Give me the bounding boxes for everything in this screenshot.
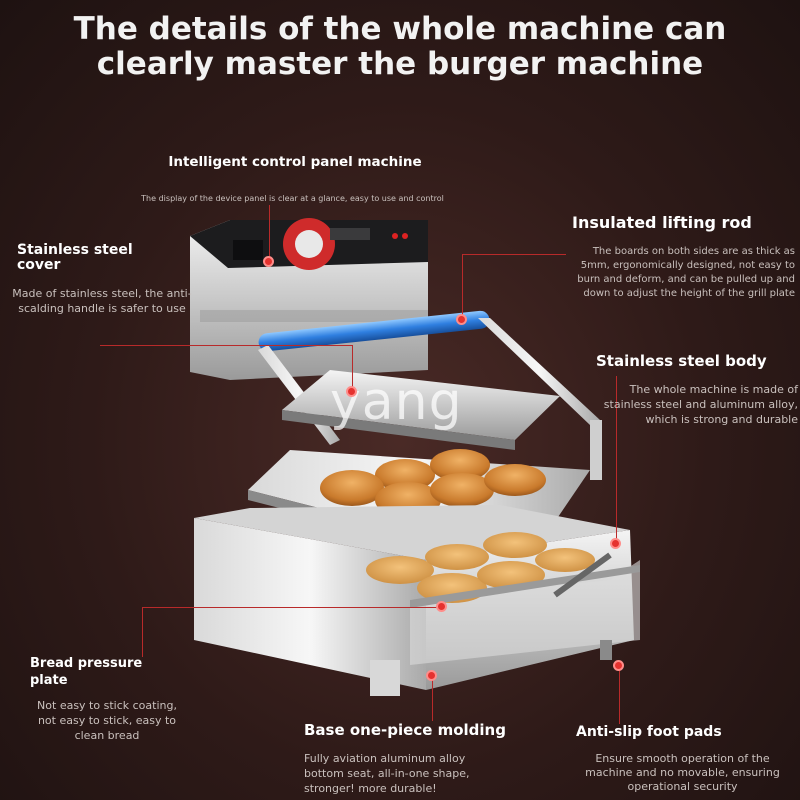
cover-desc: Made of stainless steel, the anti-scaldi… xyxy=(12,287,192,315)
callout-dot xyxy=(346,386,357,397)
connector-line xyxy=(142,607,442,608)
callout-dot xyxy=(610,538,621,549)
foot-pads-title: Anti-slip foot pads xyxy=(576,724,722,740)
lifting-rod-title: Insulated lifting rod xyxy=(572,213,752,232)
lifting-rod-desc: The boards on both sides are as thick as… xyxy=(577,246,795,299)
base-desc: Fully aviation aluminum alloy bottom sea… xyxy=(304,752,470,795)
connector-line xyxy=(100,345,352,346)
connector-line xyxy=(352,345,353,390)
watermark: yang xyxy=(330,372,463,432)
base-title: Base one-piece molding xyxy=(304,721,506,739)
connector-line xyxy=(432,676,433,721)
body-title: Stainless steel body xyxy=(596,352,767,370)
page-title: The details of the whole machine can cle… xyxy=(73,11,727,82)
control-panel-title: Intelligent control panel machine xyxy=(168,154,422,170)
body-desc: The whole machine is made of stainless s… xyxy=(603,383,798,426)
control-panel-desc: The display of the device panel is clear… xyxy=(141,194,444,203)
connector-line xyxy=(142,607,143,657)
connector-line xyxy=(619,668,620,724)
cover-title: Stainless steel cover xyxy=(17,242,133,273)
foot-pads-desc: Ensure smooth operation of the machine a… xyxy=(585,752,780,793)
callout-dot xyxy=(263,256,274,267)
pressure-plate-title: Bread pressure plate xyxy=(30,656,143,688)
callout-dot xyxy=(613,660,624,671)
connector-line xyxy=(462,254,566,255)
machine-base xyxy=(194,505,640,696)
control-box xyxy=(190,218,428,380)
callout-dot xyxy=(436,601,447,612)
callout-dot xyxy=(456,314,467,325)
callout-dot xyxy=(426,670,437,681)
connector-line xyxy=(616,376,617,542)
pressure-plate-desc: Not easy to stick coating, not easy to s… xyxy=(37,699,177,742)
connector-line xyxy=(462,254,463,316)
connector-line xyxy=(269,205,270,260)
